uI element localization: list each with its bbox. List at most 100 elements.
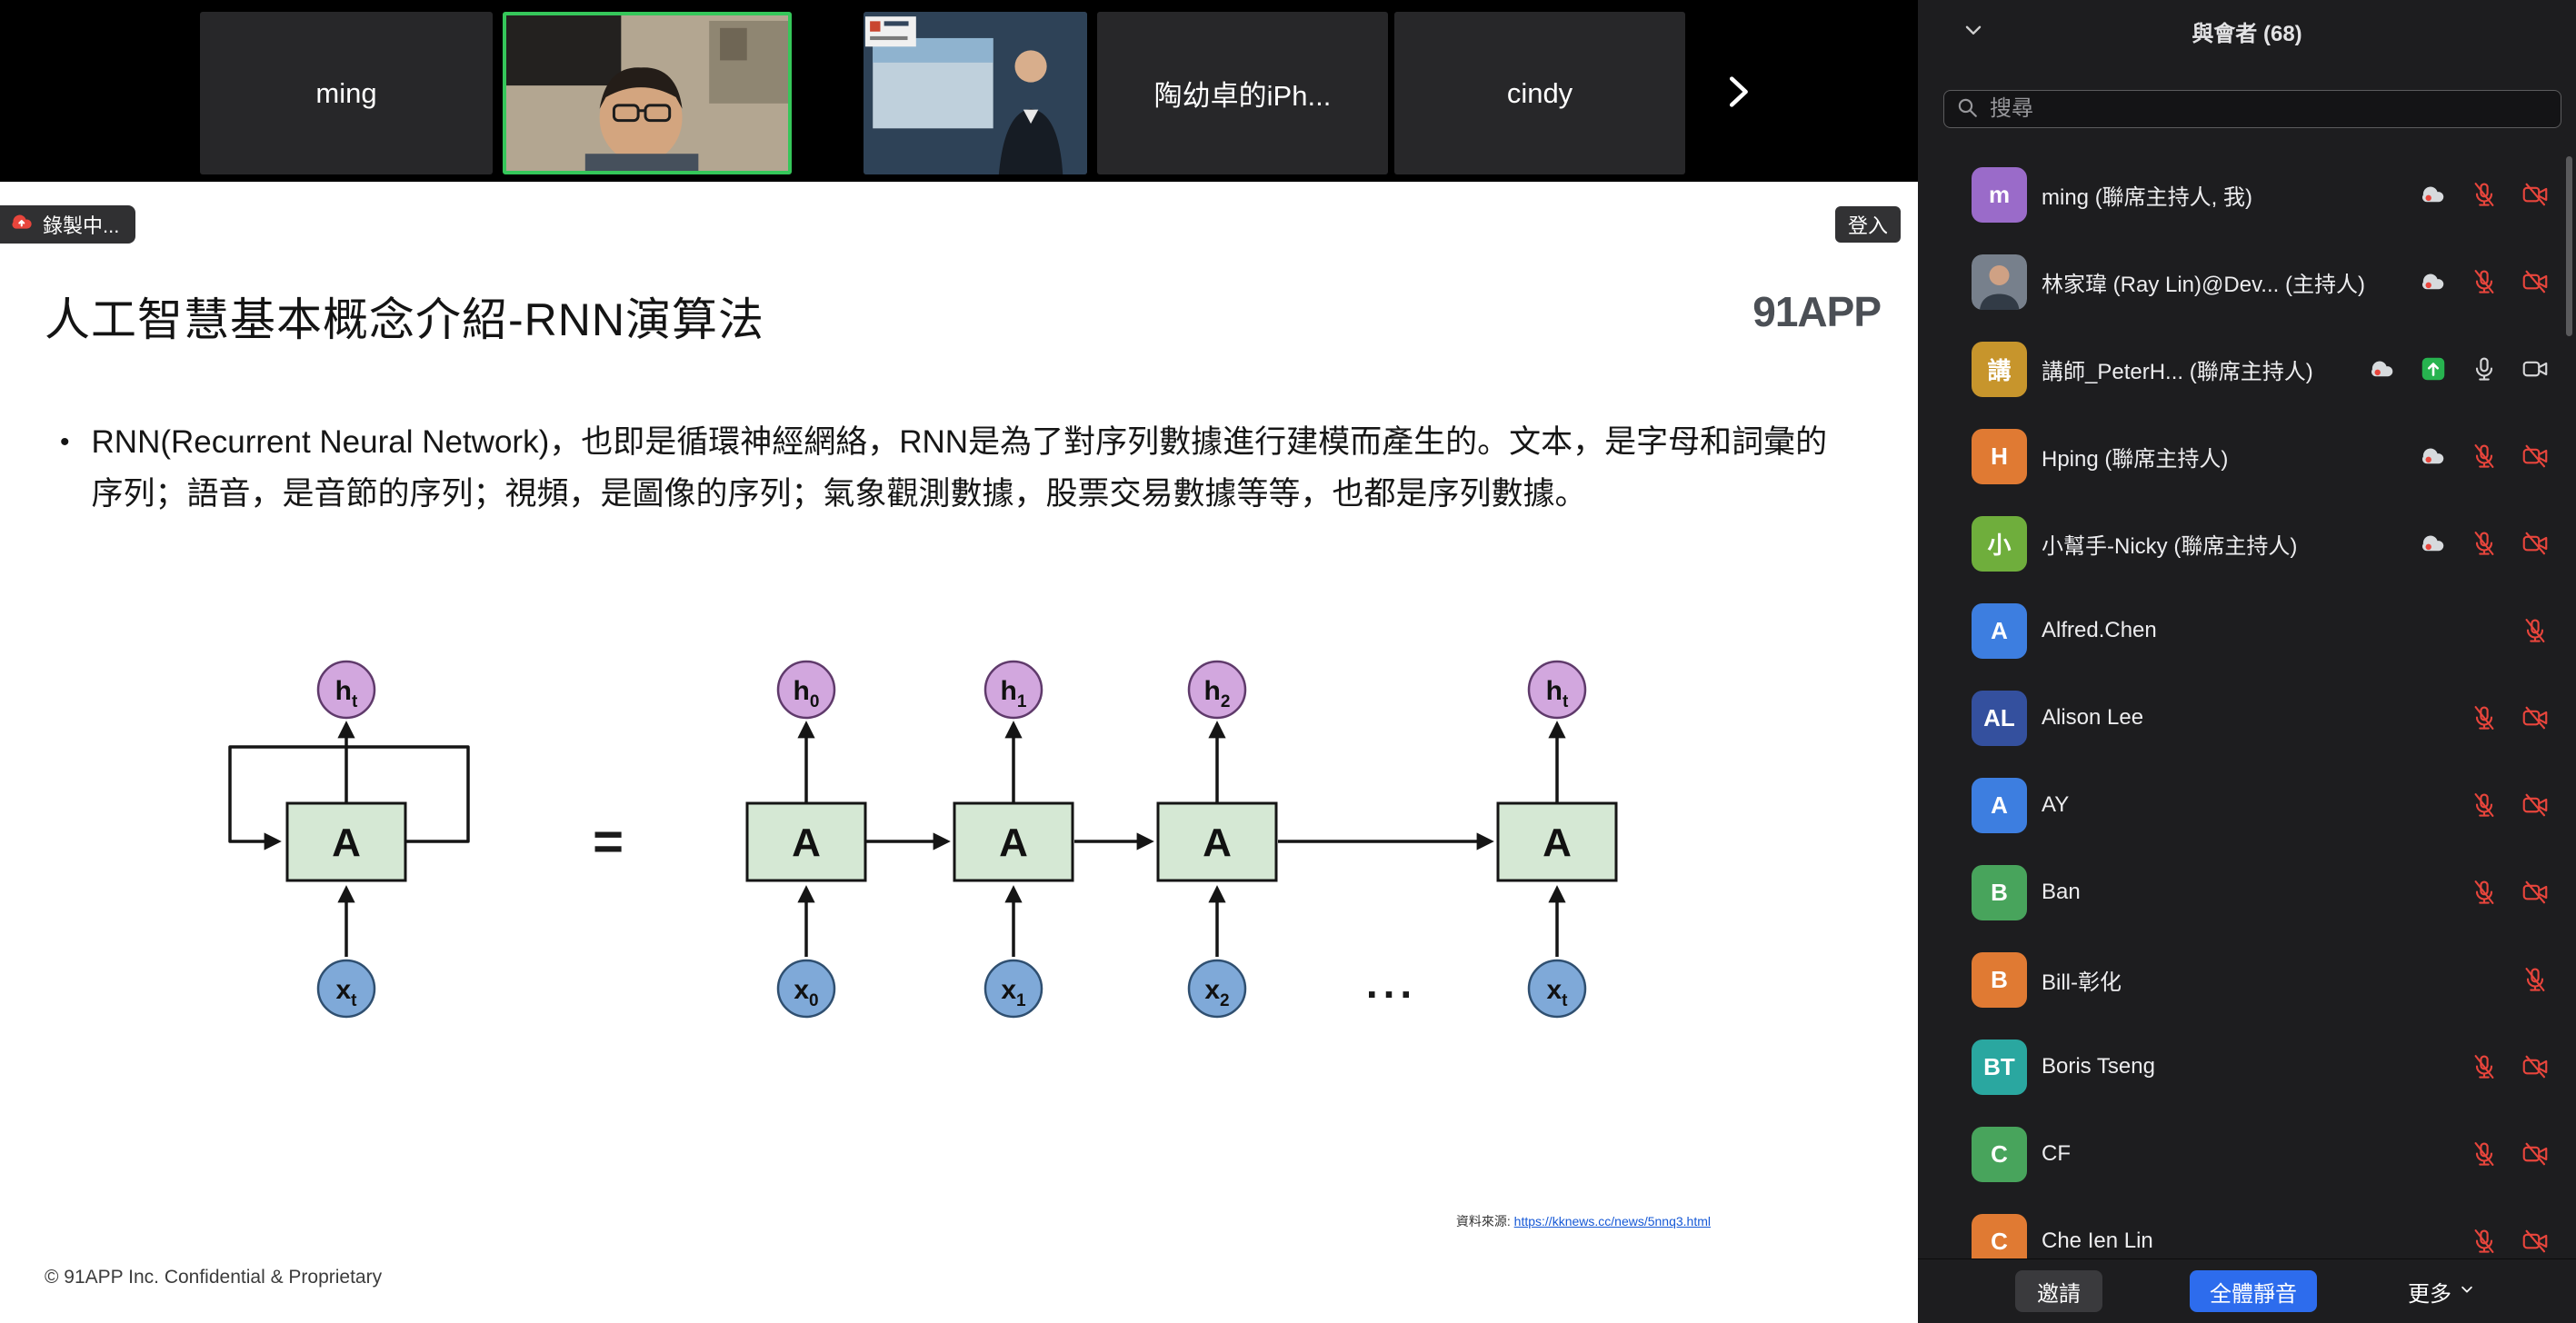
participant-name: 林家瑋 (Ray Lin)@Dev... (主持人) <box>2042 272 2365 297</box>
mic-muted-icon <box>2471 879 2498 906</box>
participant-name: Boris Tseng <box>2042 1054 2155 1079</box>
recording-badge: 錄製中... <box>0 205 136 244</box>
mic-muted-icon <box>2471 268 2498 295</box>
mic-muted-icon <box>2471 181 2498 208</box>
slide-footer: © 91APP Inc. Confidential & Proprietary <box>45 1267 383 1288</box>
camera-off-icon <box>2521 704 2549 731</box>
collapse-panel-button[interactable] <box>1962 18 1985 45</box>
participant-status-icons <box>2471 879 2549 906</box>
more-button[interactable]: 更多 <box>2404 1270 2479 1312</box>
participant-status-icons <box>2471 1228 2549 1255</box>
presentation-area: 錄製中... 登入 人工智慧基本概念介紹-RNN演算法 91APP • RNN(… <box>0 182 1918 1323</box>
participant-name: 小幫手-Nicky (聯席主持人) <box>2042 533 2298 559</box>
participant-avatar <box>1972 254 2027 310</box>
mic-muted-icon <box>2471 1140 2498 1168</box>
video-tile-named[interactable]: cindy <box>1394 12 1685 174</box>
slide-bullet-row: • RNN(Recurrent Neural Network)，也即是循環神經網… <box>60 416 1842 520</box>
participant-name: 講師_PeterH... (聯席主持人) <box>2042 359 2313 384</box>
participant-name: AY <box>2042 792 2070 817</box>
video-tile-named[interactable]: 陶幼卓的iPh... <box>1097 12 1388 174</box>
scrollbar-thumb[interactable] <box>2566 156 2572 336</box>
participant-avatar: C <box>1972 1213 2027 1259</box>
slide-bullet-text: RNN(Recurrent Neural Network)，也即是循環神經網絡，… <box>91 424 1828 512</box>
video-strip: ming 陶幼卓的iPh... cindy <box>0 0 1918 182</box>
cloud-recording-icon <box>2419 268 2447 296</box>
participant-status-icons <box>2521 966 2549 993</box>
participant-row[interactable]: 林家瑋 (Ray Lin)@Dev... (主持人) <box>1918 238 2576 325</box>
svg-text:x0: x0 <box>794 975 818 1010</box>
svg-text:x2: x2 <box>1204 975 1229 1010</box>
camera-off-icon <box>2521 181 2549 208</box>
participant-status-icons <box>2419 268 2549 296</box>
mute-all-button[interactable]: 全體靜音 <box>2190 1270 2317 1312</box>
mic-muted-icon <box>2471 530 2498 557</box>
camera-off-icon <box>2521 1053 2549 1080</box>
slide-title: 人工智慧基本概念介紹-RNN演算法 <box>45 294 764 345</box>
mic-muted-icon <box>2471 1053 2498 1080</box>
participant-name: ming (聯席主持人, 我) <box>2042 184 2253 210</box>
participant-avatar: H <box>1972 428 2027 484</box>
participant-row[interactable]: 小小幫手-Nicky (聯席主持人) <box>1918 500 2576 587</box>
search-input[interactable] <box>1988 95 2550 123</box>
svg-text:A: A <box>1543 821 1572 865</box>
chevron-down-icon <box>2459 1278 2475 1304</box>
participant-name: Alfred.Chen <box>2042 618 2157 642</box>
svg-text:h1: h1 <box>1001 676 1027 711</box>
participant-avatar: A <box>1972 777 2027 833</box>
next-videos-button[interactable] <box>1713 69 1761 116</box>
participant-name: Ban <box>2042 880 2081 904</box>
ellipsis: ... <box>1366 960 1417 1007</box>
search-box[interactable] <box>1943 90 2561 128</box>
participant-tile-name: ming <box>315 76 377 109</box>
invite-button[interactable]: 邀請 <box>2015 1270 2102 1312</box>
participant-name: Hping (聯席主持人) <box>2042 446 2229 472</box>
camera-off-icon <box>2521 530 2549 557</box>
svg-text:h2: h2 <box>1204 676 1231 711</box>
chevron-right-icon <box>1716 75 1758 115</box>
mic-on-icon <box>2471 355 2498 383</box>
participant-tile-name: 陶幼卓的iPh... <box>1153 80 1332 112</box>
camera-off-icon <box>2521 268 2549 295</box>
svg-text:A: A <box>792 821 821 865</box>
equals-sign: = <box>593 812 624 871</box>
mic-muted-icon <box>2471 1228 2498 1255</box>
svg-text:ht: ht <box>1546 676 1569 711</box>
source-link[interactable]: https://kknews.cc/news/5nnq3.html <box>1513 1214 1711 1228</box>
participant-status-icons <box>2368 355 2549 383</box>
video-tile-camera[interactable] <box>864 12 1087 174</box>
svg-text:x1: x1 <box>1001 975 1026 1010</box>
participant-name: Alison Lee <box>2042 705 2144 730</box>
camera-off-icon <box>2521 1228 2549 1255</box>
participant-avatar: B <box>1972 951 2027 1008</box>
participant-row[interactable]: H Hping (聯席主持人) <box>1918 413 2576 500</box>
participant-row[interactable]: A AY <box>1918 761 2576 849</box>
91app-logo: 91APP <box>1752 288 1882 335</box>
video-tile-camera[interactable] <box>503 12 792 174</box>
participant-status-icons <box>2419 181 2549 209</box>
participant-row[interactable]: 講講師_PeterH... (聯席主持人) <box>1918 325 2576 413</box>
svg-text:xt: xt <box>1546 975 1568 1010</box>
camera-on-icon <box>2521 355 2549 383</box>
login-button[interactable]: 登入 <box>1834 206 1901 243</box>
participant-status-icons <box>2471 1053 2549 1080</box>
camera-off-icon <box>2521 1140 2549 1168</box>
participant-avatar: 小 <box>1972 515 2027 572</box>
svg-text:xt: xt <box>335 975 357 1010</box>
mic-muted-icon <box>2521 966 2549 993</box>
cloud-recording-icon <box>2419 443 2447 471</box>
video-tile-named[interactable]: ming <box>200 12 493 174</box>
svg-text:ht: ht <box>335 676 358 711</box>
recording-cloud-icon <box>9 209 35 240</box>
participants-footer: 邀請 全體靜音 更多 <box>1918 1258 2576 1323</box>
